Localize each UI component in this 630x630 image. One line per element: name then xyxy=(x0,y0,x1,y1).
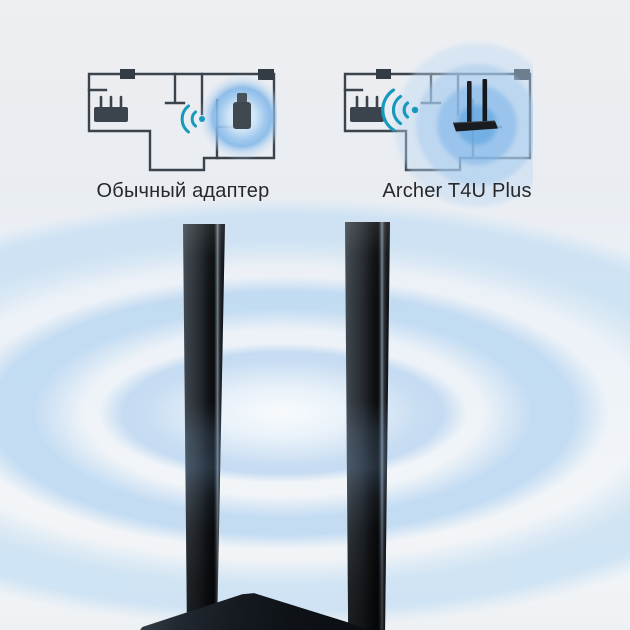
floor-plan-icon xyxy=(343,43,533,207)
signal-ripple-outer xyxy=(0,198,630,628)
door-block-icon xyxy=(376,69,391,79)
adapter-antenna-left xyxy=(183,224,225,630)
label-archer-t4u-plus: Archer T4U Plus xyxy=(382,180,532,202)
diagram-ordinary-adapter xyxy=(87,36,277,210)
label-ordinary-adapter: Обычный адаптер xyxy=(96,180,270,202)
adapter-body xyxy=(140,593,368,630)
strong-signal-icon xyxy=(381,88,419,132)
weak-signal-icon xyxy=(180,104,205,134)
adapter-antenna-right xyxy=(345,222,390,630)
door-block-icon xyxy=(120,69,135,79)
router-icon xyxy=(94,95,128,122)
floor-plan-icon xyxy=(87,69,277,172)
router-icon xyxy=(350,95,384,122)
signal-ripple-center-glow xyxy=(98,343,468,483)
signal-ripple-middle xyxy=(0,275,613,551)
usb-adapter-icon xyxy=(233,93,251,129)
door-block-icon xyxy=(258,69,274,80)
diagram-archer-t4u-plus xyxy=(343,36,533,210)
dual-antenna-adapter-icon xyxy=(452,79,498,132)
